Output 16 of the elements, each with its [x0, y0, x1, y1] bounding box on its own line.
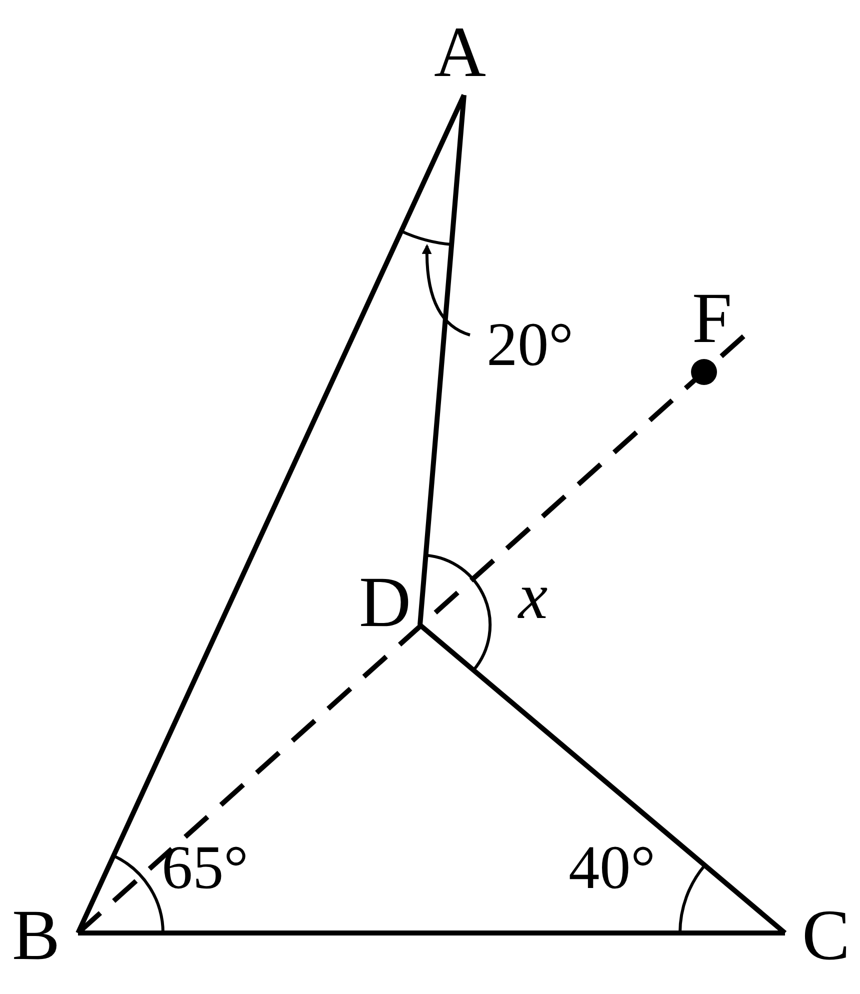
point-label: A [434, 16, 486, 88]
line-segment [78, 930, 785, 936]
angle-label: 65° [162, 837, 248, 899]
line-segment [76, 94, 466, 934]
angle-label: x [518, 564, 548, 630]
point-label: F [692, 282, 732, 354]
angle-arc [400, 230, 452, 246]
dashed-line [76, 333, 747, 935]
leader-line [422, 244, 471, 336]
line-segment [418, 623, 787, 935]
angle-label: 20° [486, 314, 574, 376]
line-segment [418, 94, 466, 626]
point-label: B [12, 899, 60, 971]
angle-label: 40° [568, 837, 656, 899]
point-label: C [802, 899, 850, 971]
point-label: D [359, 566, 411, 638]
